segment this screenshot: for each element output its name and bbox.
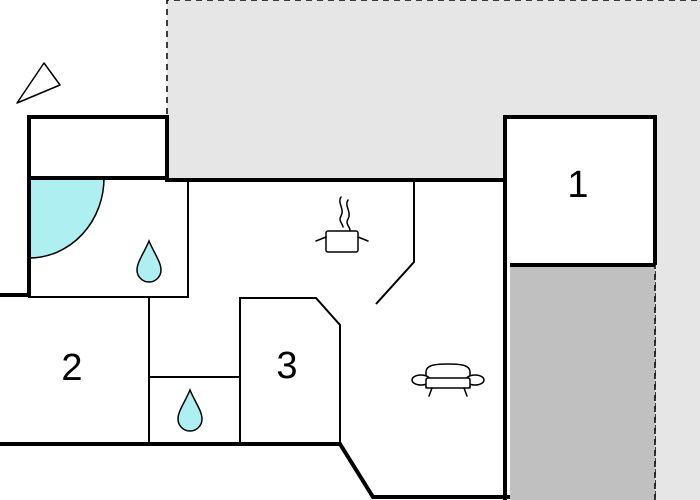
bathtub-icon bbox=[28, 177, 105, 259]
room-2-label: 2 bbox=[61, 347, 82, 389]
sofa-icon bbox=[411, 363, 485, 397]
room-3-label: 3 bbox=[276, 345, 297, 387]
water-drop-icon bbox=[177, 388, 203, 432]
kitchen-pot-icon bbox=[315, 196, 369, 253]
room-1-label: 1 bbox=[567, 164, 588, 206]
outdoor-terrace-area bbox=[167, 0, 700, 500]
room-1 bbox=[505, 117, 655, 265]
interior-walls bbox=[28, 178, 415, 444]
north-arrow-icon bbox=[16, 62, 61, 104]
water-drop-icon bbox=[136, 239, 162, 283]
main-walls bbox=[0, 115, 657, 500]
covered-area bbox=[510, 265, 655, 500]
